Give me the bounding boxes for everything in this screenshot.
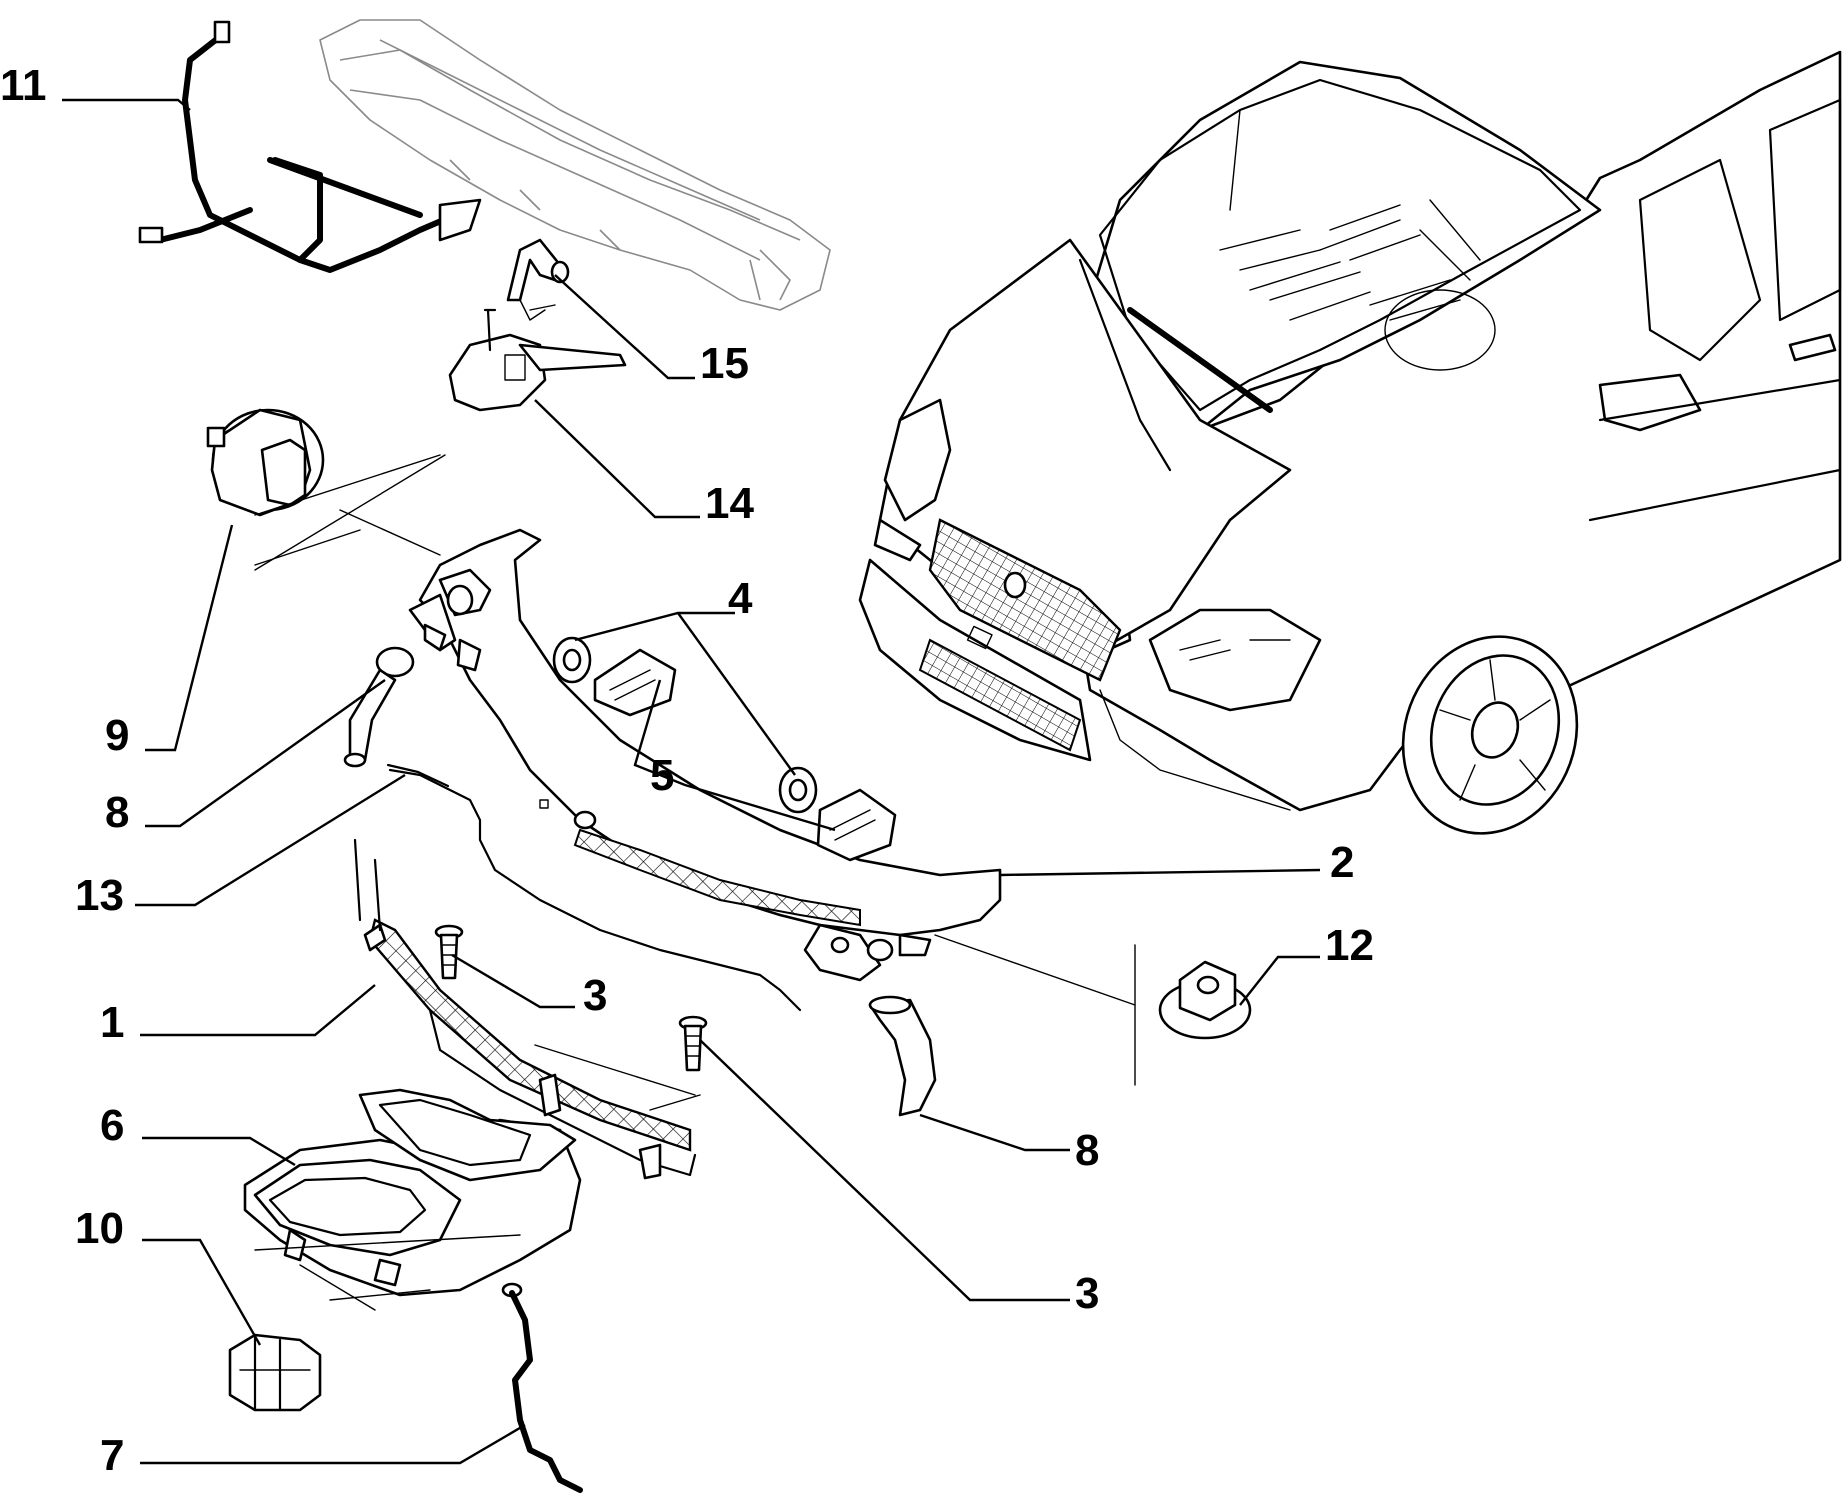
part-12-nut (1158, 960, 1252, 1040)
callout-labels: 11 15 14 9 4 5 8 2 13 12 3 1 8 6 10 3 7 (0, 61, 1374, 1480)
part-11-cable (138, 20, 482, 273)
callout-6: 6 (100, 1101, 124, 1150)
callout-13: 13 (75, 871, 124, 920)
part-1-grille-panel (353, 838, 697, 1180)
callout-3-lower: 3 (1075, 1269, 1099, 1318)
part-3-screw-lower (678, 1015, 708, 1072)
callout-4: 4 (728, 574, 753, 623)
callout-7: 7 (100, 1431, 124, 1480)
callout-14: 14 (705, 479, 754, 528)
part-7-hose (501, 1282, 583, 1493)
callout-2: 2 (1330, 838, 1354, 887)
cross-member-frame (319, 19, 831, 311)
part-10-clip (228, 1333, 322, 1412)
callout-5: 5 (650, 751, 674, 800)
callout-10: 10 (75, 1204, 124, 1253)
callout-3-upper: 3 (583, 971, 607, 1020)
callout-11: 11 (0, 61, 47, 110)
callout-1: 1 (100, 998, 124, 1047)
callout-12: 12 (1325, 921, 1374, 970)
callout-8-lower: 8 (1075, 1126, 1099, 1175)
part-8-duct-lower (868, 995, 937, 1117)
part-3-screw-upper (434, 924, 464, 980)
part-13-seal-strip (386, 763, 802, 1012)
part-15-bracket (506, 238, 570, 302)
part-6-air-box (243, 1088, 582, 1297)
car-illustration (858, 50, 1842, 835)
part-4-rubber-bumpers (552, 636, 818, 814)
part-2-cowl-panel (408, 528, 1002, 982)
part-14-housing (448, 299, 627, 412)
callout-8-upper: 8 (105, 788, 129, 837)
callout-leaders (62, 98, 1321, 1465)
callout-9: 9 (105, 711, 129, 760)
part-9-grommet (206, 408, 325, 517)
callout-15: 15 (700, 339, 749, 388)
reference-lines (254, 304, 1136, 1311)
part-8-duct-upper (343, 646, 415, 768)
